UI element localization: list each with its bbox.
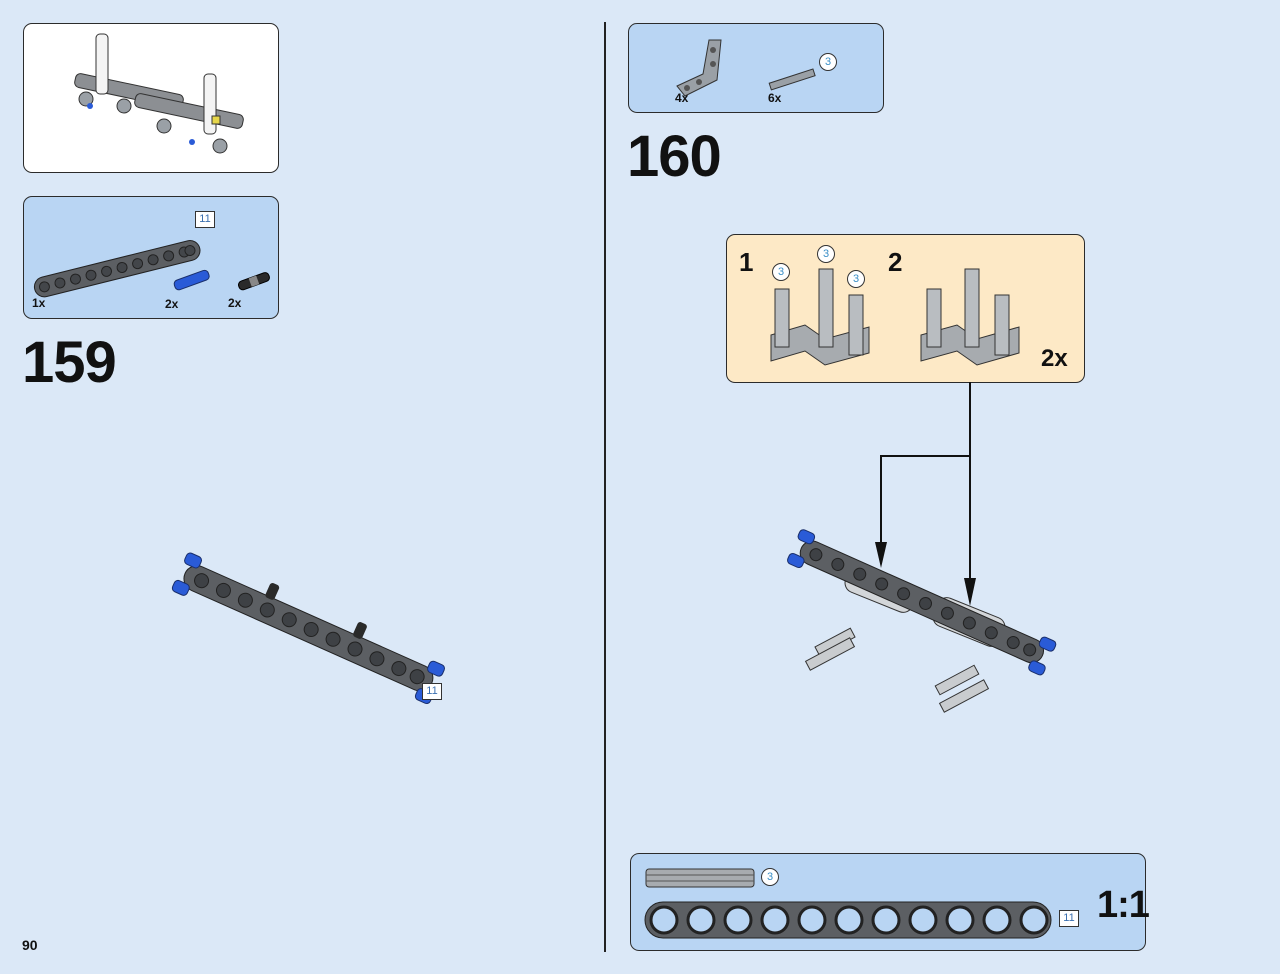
axle-3-image <box>768 68 816 91</box>
length-callout: 3 <box>847 270 865 288</box>
multiplier-label: 2x <box>1041 345 1068 372</box>
part-qty: 6x <box>768 91 782 105</box>
length-callout: 11 <box>195 211 215 228</box>
length-callout: 3 <box>761 868 779 886</box>
previous-step-result-panel <box>23 23 279 173</box>
parts-list-panel-160: 3 4x 6x <box>628 23 884 113</box>
page-number: 90 <box>22 937 38 953</box>
axle-3-scale-image <box>645 868 755 888</box>
part-qty: 2x <box>165 297 179 311</box>
step-160-build-image <box>787 529 1057 713</box>
angle-liftarm-image <box>676 39 816 97</box>
step-number: 159 <box>22 330 117 395</box>
length-callout: 3 <box>819 53 837 71</box>
subassembly-2-image <box>920 268 1020 366</box>
sub-step-label: 1 <box>739 247 754 277</box>
placement-arrows <box>875 382 976 606</box>
liftarm-11-image <box>33 240 270 298</box>
blue-axle-pin-image <box>173 269 210 291</box>
page-divider <box>604 22 606 952</box>
part-qty: 2x <box>228 296 242 310</box>
length-callout: 3 <box>817 245 835 263</box>
length-callout: 11 <box>422 683 442 700</box>
part-qty: 4x <box>675 91 689 105</box>
subassembly-panel: 1 2 3 3 3 2x <box>726 234 1085 383</box>
parts-list-panel-159: 11 1x 2x 2x <box>23 196 279 319</box>
assembled-submodel-image <box>74 33 244 154</box>
step-number: 160 <box>627 124 722 189</box>
step-159-build-image <box>171 552 445 705</box>
length-callout: 3 <box>772 263 790 281</box>
scale-reference-panel: 3 11 1:1 <box>630 853 1150 951</box>
sub-step-label: 2 <box>888 247 903 277</box>
subassembly-1-image <box>770 268 870 366</box>
liftarm-11-scale-image <box>644 901 1052 939</box>
black-pin-image <box>238 272 270 291</box>
length-callout: 11 <box>1059 910 1079 927</box>
scale-label: 1:1 <box>1097 884 1150 926</box>
part-qty: 1x <box>32 296 46 310</box>
